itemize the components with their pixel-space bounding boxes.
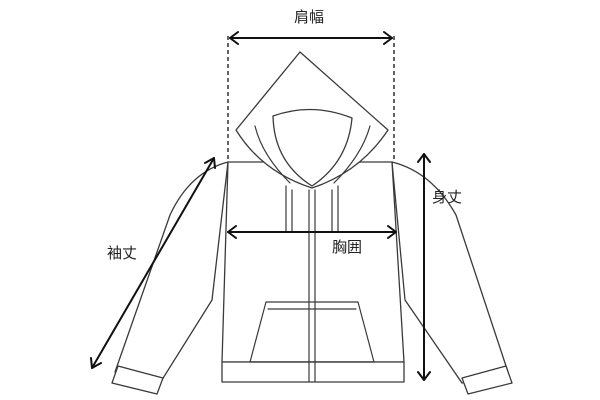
front-pocket (249, 301, 375, 363)
hoodie-body (221, 161, 405, 363)
sleeve-length-label: 袖丈 (107, 244, 138, 262)
body-length-label: 身丈 (432, 188, 463, 206)
left-sleeve (114, 161, 229, 384)
hood-opening (272, 108, 353, 187)
shoulder-width-arrow (229, 31, 393, 45)
body-length-arrow (417, 153, 431, 381)
hem-band (221, 361, 405, 383)
hood-fold (333, 125, 371, 184)
chest-arrow (227, 225, 397, 239)
left-cuff (111, 365, 164, 395)
shoulder-width-label: 肩幅 (294, 8, 325, 26)
zipper (308, 189, 316, 383)
hood-fold (254, 125, 291, 184)
sleeve-length-arrow (90, 157, 216, 369)
hoodie-illustration (111, 51, 513, 395)
chest-label: 胸囲 (332, 238, 363, 256)
right-cuff (461, 365, 513, 395)
